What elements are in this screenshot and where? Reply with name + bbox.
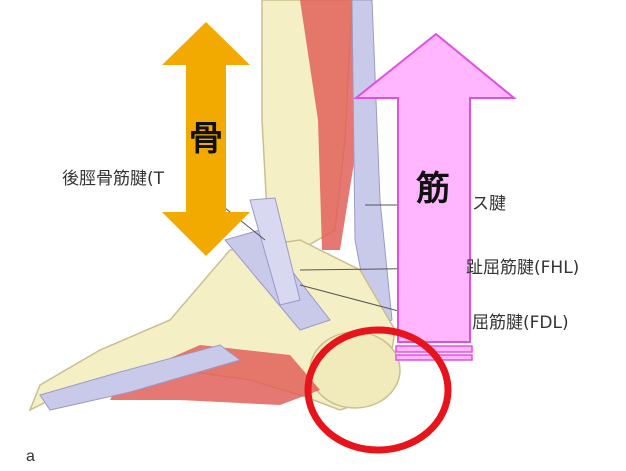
label-fdl: 屈筋腱(FDL) — [472, 315, 569, 332]
figure-letter: a — [26, 448, 35, 466]
label-achilles: ス腱 — [472, 196, 506, 213]
muscle-arrow-text: 筋 — [416, 172, 450, 206]
calcaneus — [310, 332, 400, 408]
label-fhl: 趾屈筋腱(FHL) — [466, 260, 579, 277]
label-tibialis-posterior: 後脛骨筋腱(T — [62, 171, 164, 188]
bone-arrow-text: 骨 — [189, 122, 223, 156]
